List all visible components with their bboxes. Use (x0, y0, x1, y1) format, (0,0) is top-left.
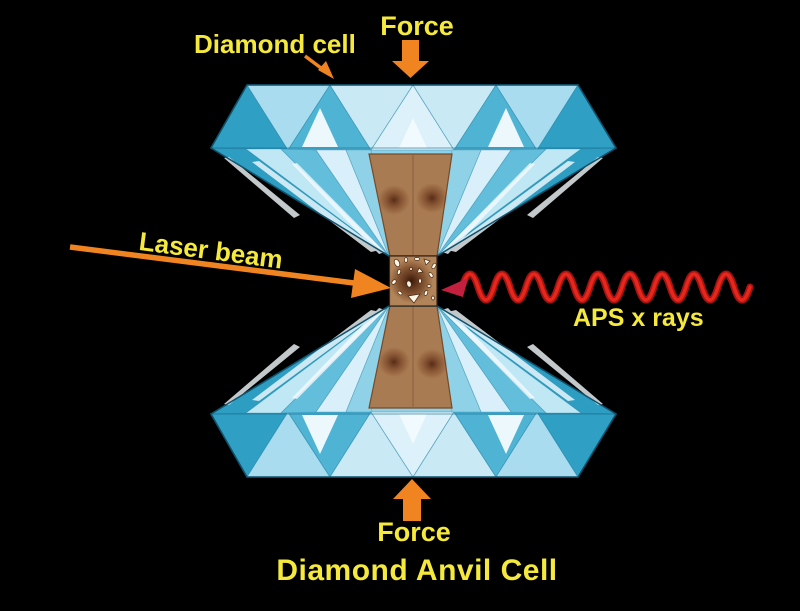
force-bottom-label: Force (377, 517, 451, 547)
force-arrow-bottom (393, 479, 431, 521)
diamond-cell-pointer-arrow (303, 54, 334, 79)
sample-crystals (391, 257, 437, 304)
xray-arrowhead (441, 278, 468, 297)
sample-chamber (388, 255, 438, 307)
xray-wave (441, 270, 754, 304)
laser-beam-arrow (69, 244, 391, 298)
force-top-label: Force (380, 11, 454, 41)
page-title: Diamond Anvil Cell (276, 554, 558, 587)
bottom-diamond-anvil (210, 305, 617, 478)
diamond-cell-label: Diamond cell (194, 29, 356, 59)
force-arrow-top (392, 40, 429, 78)
aps-x-rays-label: APS x rays (573, 304, 704, 332)
top-diamond-anvil (210, 84, 617, 257)
